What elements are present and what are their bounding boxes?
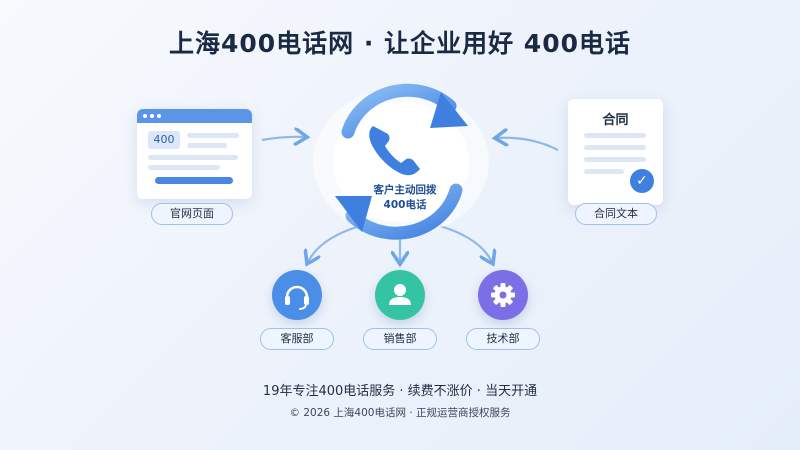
arrow-right-in (497, 138, 559, 151)
gear-icon (478, 270, 528, 320)
checkmark-icon: ✓ (630, 169, 654, 193)
website-page-card: 400 (137, 109, 252, 199)
browser-dot-icon (157, 114, 161, 118)
text-line (584, 157, 646, 162)
contract-card: 合同 ✓ (568, 99, 663, 205)
center-label-line1: 客户主动回拨 (373, 184, 437, 196)
text-line (187, 133, 239, 138)
text-line (584, 133, 646, 138)
number-badge: 400 (148, 131, 180, 149)
dept-label-sales: 销售部 (363, 328, 437, 350)
person-icon (375, 270, 425, 320)
footer-tagline: 19年专注400电话服务 · 续费不涨价 · 当天开通 (262, 384, 538, 399)
arrow-left-in (261, 137, 305, 140)
cta-bar (155, 177, 233, 184)
phone-icon (369, 126, 420, 176)
contract-title: 合同 (602, 113, 629, 128)
cycle-arrows-icon (335, 83, 468, 240)
text-line (584, 169, 624, 174)
arrow-out-left (308, 224, 361, 262)
contract-label: 合同文本 (575, 203, 657, 225)
text-line (148, 165, 220, 170)
browser-dot-icon (150, 114, 154, 118)
browser-dot-icon (143, 114, 147, 118)
text-line (148, 155, 238, 160)
dept-label-tech: 技术部 (466, 328, 540, 350)
text-line (584, 145, 646, 150)
headset-icon (272, 270, 322, 320)
arrow-out-right (439, 224, 492, 262)
page-title: 上海400电话网 · 让企业用好 400电话 (169, 29, 631, 58)
center-label-line2: 400电话 (383, 199, 427, 211)
dept-label-service: 客服部 (260, 328, 334, 350)
browser-title-bar (137, 109, 252, 123)
website-page-label: 官网页面 (151, 203, 233, 225)
center-label: 客户主动回拨 400电话 (350, 183, 460, 213)
footer-copyright: © 2026 上海400电话网 · 正规运营商授权服务 (289, 407, 511, 419)
text-line (187, 143, 227, 148)
hub-background (333, 102, 469, 222)
